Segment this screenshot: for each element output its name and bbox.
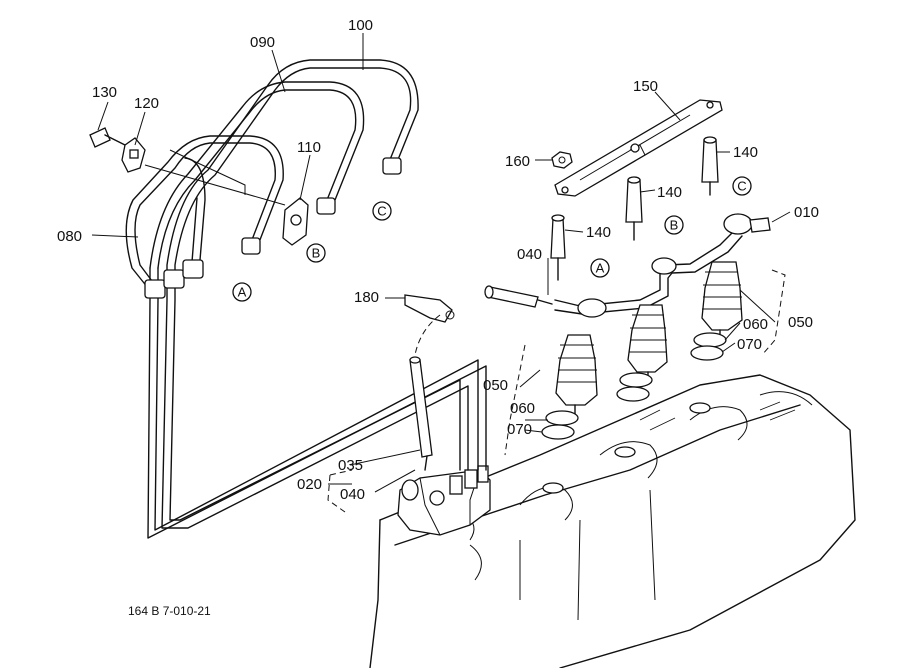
label-070-left: 070 (507, 421, 532, 438)
nozzle-left (541, 334, 598, 440)
marker-c-top: C (372, 201, 392, 221)
svg-text:C: C (737, 179, 746, 194)
label-035: 035 (338, 457, 363, 474)
label-100: 100 (348, 17, 373, 34)
leak-off-hose (404, 294, 455, 471)
label-160: 160 (505, 153, 530, 170)
label-040-top: 040 (517, 246, 542, 263)
label-060-left: 060 (510, 400, 535, 417)
leader-lines (91, 33, 791, 493)
marker-c-right: C (732, 176, 752, 196)
label-020: 020 (297, 476, 322, 493)
svg-text:A: A (596, 261, 605, 276)
label-110: 110 (297, 139, 321, 156)
clamp-plate (551, 99, 723, 197)
marker-b-right: B (664, 215, 684, 235)
return-pipe (484, 213, 771, 318)
label-180: 180 (354, 289, 379, 306)
marker-a-right: A (590, 258, 610, 278)
part-number-labels: 100 090 130 120 110 080 150 160 140 140 … (57, 17, 819, 503)
label-140-left: 140 (586, 224, 611, 241)
label-130: 130 (92, 84, 117, 101)
label-010: 010 (794, 204, 819, 221)
svg-text:B: B (670, 218, 679, 233)
label-090: 090 (250, 34, 275, 51)
glow-plugs (550, 136, 719, 281)
nozzle-right (690, 261, 743, 361)
marker-a-left: A (232, 282, 252, 302)
marker-b-left: B (306, 243, 326, 263)
label-140-center: 140 (657, 184, 682, 201)
injector-nozzles (541, 261, 743, 440)
pipe-clamp-parts (89, 127, 309, 246)
label-060-right: 060 (743, 316, 768, 333)
label-040-bottom: 040 (340, 486, 365, 503)
label-050-left: 050 (483, 377, 508, 394)
svg-text:A: A (238, 285, 247, 300)
group-brackets (327, 269, 786, 513)
svg-text:C: C (377, 204, 386, 219)
label-050-right: 050 (788, 314, 813, 331)
label-150: 150 (633, 78, 658, 95)
injection-pipes (125, 59, 487, 539)
label-070-right: 070 (737, 336, 762, 353)
injection-pump (397, 465, 491, 536)
svg-text:B: B (312, 246, 321, 261)
label-140-right: 140 (733, 144, 758, 161)
drawing-reference-code: 164 B 7-010-21 (128, 604, 211, 618)
label-080: 080 (57, 228, 82, 245)
nozzle-center (616, 304, 668, 402)
label-120: 120 (134, 95, 159, 112)
